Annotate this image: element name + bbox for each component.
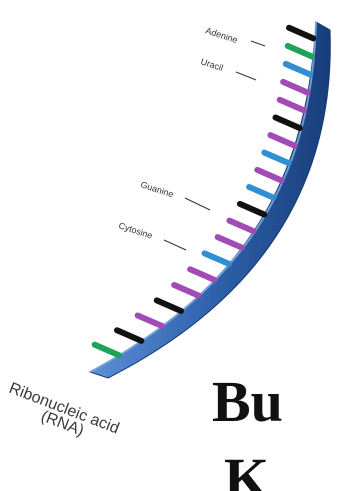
adenine-label: Adenine (204, 25, 239, 45)
guanine-base (190, 269, 214, 280)
adenine-base (240, 204, 264, 215)
guanine-base (218, 237, 242, 248)
uracil-base (205, 253, 229, 264)
uracil-base (264, 153, 288, 164)
heading-line-2: K (224, 450, 269, 491)
adenine-base (157, 300, 181, 311)
guanine-base (174, 285, 198, 296)
adenine-leader-line (251, 41, 265, 46)
adenine-base (289, 28, 313, 39)
guanine-base (280, 100, 304, 111)
guanine-base (283, 82, 307, 93)
uracil-base (249, 187, 273, 198)
cytosine-label: Cytosine (117, 220, 153, 240)
cytosine-base (288, 46, 312, 57)
uracil-leader-line (236, 72, 256, 80)
cytosine-leader-line (164, 240, 186, 250)
cytosine-base (95, 345, 119, 356)
guanine-label: Guanine (139, 179, 174, 199)
guanine-base (138, 315, 162, 326)
guanine-base (229, 221, 253, 232)
heading-line-1: Bu (212, 373, 283, 431)
uracil-label: Uracil (199, 56, 224, 73)
guanine-leader-line (185, 198, 210, 210)
guanine-base (257, 170, 281, 181)
rna-backbone (90, 22, 330, 378)
uracil-base (286, 64, 310, 75)
adenine-base (276, 118, 300, 129)
guanine-base (270, 135, 294, 146)
adenine-base (117, 330, 141, 341)
